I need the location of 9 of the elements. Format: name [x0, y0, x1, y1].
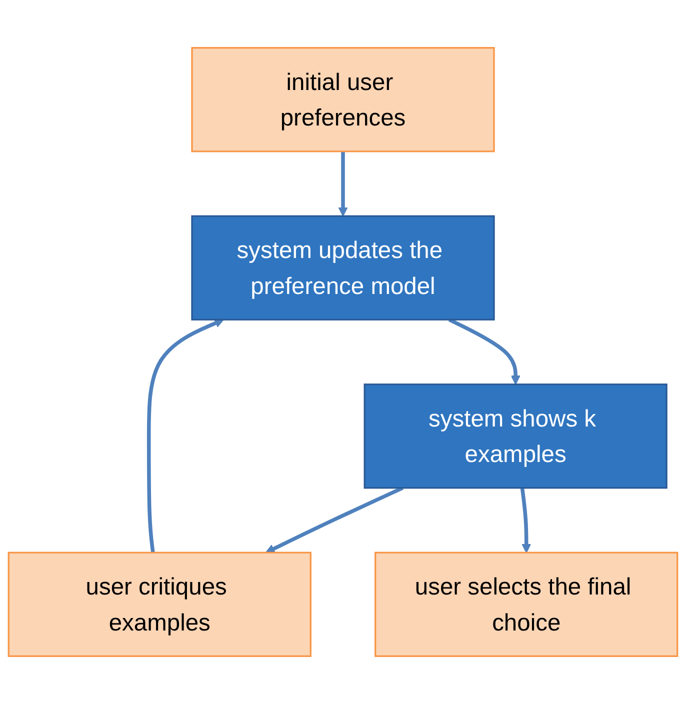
node-box: user selects the final choice [374, 552, 678, 657]
arrow [338, 151, 348, 217]
node-box: initial user preferences [191, 47, 495, 152]
node-box: system shows k examples [364, 384, 668, 489]
node-box: system updates the preference model [191, 215, 495, 320]
arrow [520, 488, 532, 554]
arrow [265, 486, 404, 554]
node-box: user critiques examples [8, 552, 312, 657]
arrow [146, 318, 224, 553]
